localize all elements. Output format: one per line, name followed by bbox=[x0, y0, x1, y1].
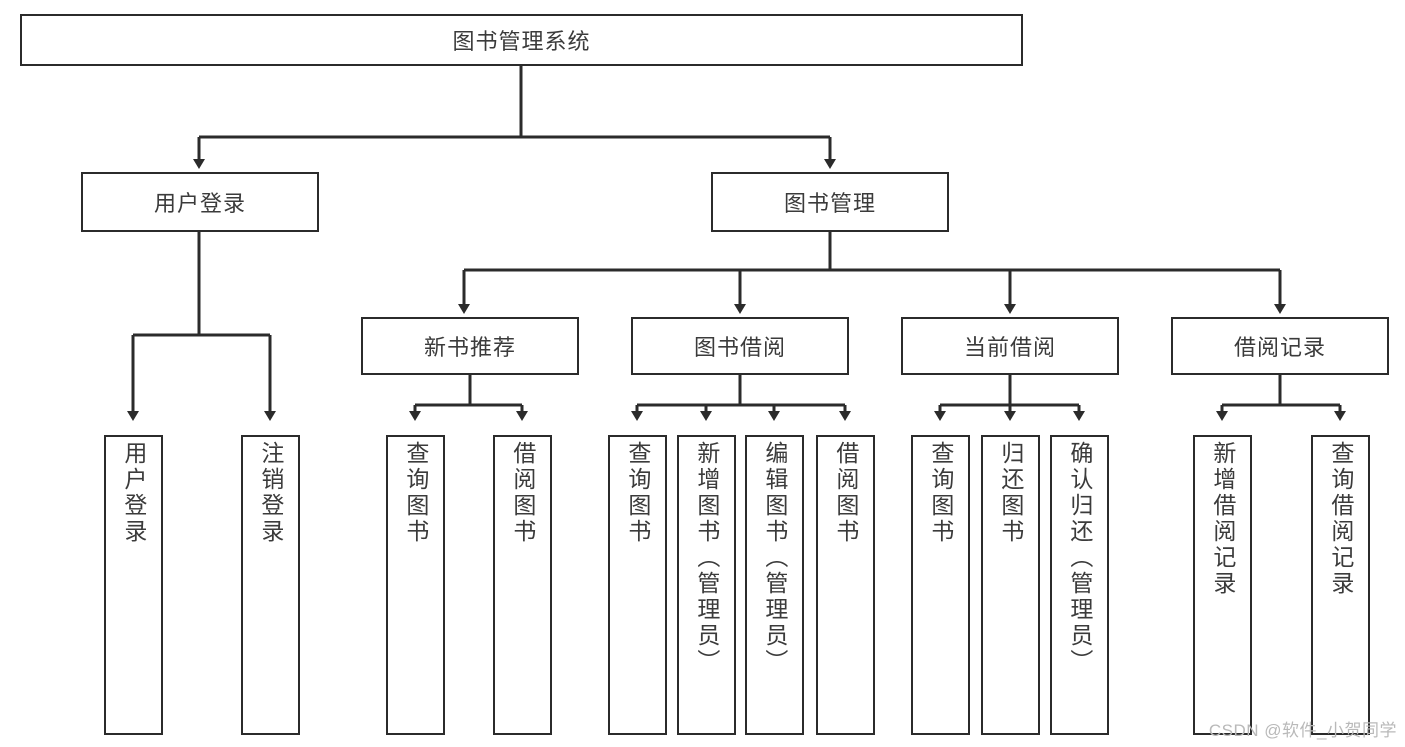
leaf-current-borrow-query-book[interactable]: 查询图书 bbox=[911, 435, 970, 735]
leaf-borrow-record-query-record[interactable]: 查询借阅记录 bbox=[1311, 435, 1370, 735]
node-label: 借阅记录 bbox=[1233, 335, 1326, 360]
node-label: 当前借阅 bbox=[963, 335, 1056, 360]
leaf-book-borrow-borrow-book[interactable]: 借阅图书 bbox=[816, 435, 875, 735]
csdn-watermark: CSDN @软件_小贺同学 bbox=[1208, 721, 1397, 740]
leaf-user-login-login[interactable]: 用户登录 bbox=[104, 435, 163, 735]
leaf-label: 查询借阅记录 bbox=[1327, 441, 1354, 597]
node-current-borrow[interactable]: 当前借阅 bbox=[901, 317, 1119, 375]
leaf-label: 查询图书 bbox=[927, 441, 954, 545]
node-book-management[interactable]: 图书管理 bbox=[711, 172, 949, 232]
node-new-book-recommend[interactable]: 新书推荐 bbox=[361, 317, 579, 375]
leaf-borrow-record-add-record[interactable]: 新增借阅记录 bbox=[1193, 435, 1252, 735]
leaf-label: 查询图书 bbox=[624, 441, 651, 545]
leaf-label: 编辑图书（管理员） bbox=[761, 441, 788, 675]
node-label: 图书借阅 bbox=[693, 335, 786, 360]
node-label: 图书管理系统 bbox=[452, 29, 591, 54]
node-label: 用户登录 bbox=[153, 191, 246, 216]
node-label: 新书推荐 bbox=[423, 335, 516, 360]
leaf-current-borrow-return-book[interactable]: 归还图书 bbox=[981, 435, 1040, 735]
leaf-new-book-borrow-book[interactable]: 借阅图书 bbox=[493, 435, 552, 735]
node-book-borrow[interactable]: 图书借阅 bbox=[631, 317, 849, 375]
leaf-label: 归还图书 bbox=[997, 441, 1024, 545]
node-borrow-record[interactable]: 借阅记录 bbox=[1171, 317, 1389, 375]
node-label: 图书管理 bbox=[783, 191, 876, 216]
leaf-label: 用户登录 bbox=[120, 441, 147, 545]
leaf-book-borrow-add-book-admin[interactable]: 新增图书（管理员） bbox=[677, 435, 736, 735]
leaf-label: 借阅图书 bbox=[509, 441, 536, 545]
leaf-book-borrow-edit-book-admin[interactable]: 编辑图书（管理员） bbox=[745, 435, 804, 735]
node-user-login[interactable]: 用户登录 bbox=[81, 172, 319, 232]
node-root-book-management-system[interactable]: 图书管理系统 bbox=[20, 14, 1023, 66]
leaf-label: 新增借阅记录 bbox=[1209, 441, 1236, 597]
leaf-book-borrow-query-book[interactable]: 查询图书 bbox=[608, 435, 667, 735]
leaf-label: 确认归还（管理员） bbox=[1066, 441, 1093, 675]
leaf-label: 新增图书（管理员） bbox=[693, 441, 720, 675]
leaf-label: 注销登录 bbox=[257, 441, 284, 545]
leaf-label: 借阅图书 bbox=[832, 441, 859, 545]
leaf-new-book-query-book[interactable]: 查询图书 bbox=[386, 435, 445, 735]
leaf-label: 查询图书 bbox=[402, 441, 429, 545]
leaf-current-borrow-confirm-return-admin[interactable]: 确认归还（管理员） bbox=[1050, 435, 1109, 735]
leaf-user-login-logout[interactable]: 注销登录 bbox=[241, 435, 300, 735]
